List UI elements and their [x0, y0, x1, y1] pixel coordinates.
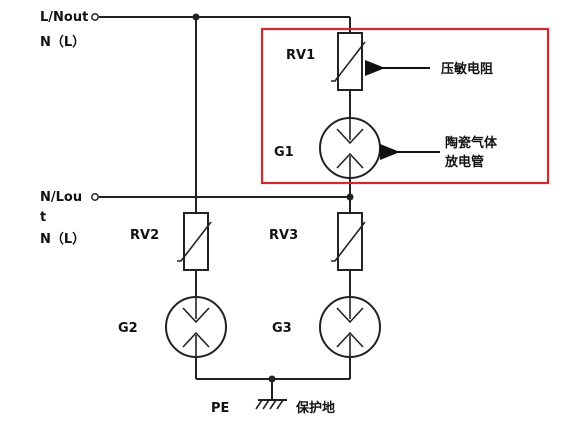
varistor-annotation: 压敏电阻	[441, 61, 493, 77]
g2-gas-tube-icon	[165, 296, 227, 358]
ground-bus	[195, 357, 351, 400]
g1-gas-tube-icon	[319, 117, 381, 179]
mid-terminal-sublabel: N（L）	[40, 231, 85, 247]
gdt-annotation-line1: 陶瓷气体	[445, 135, 498, 151]
rv3-varistor-icon	[331, 212, 366, 271]
g2-label: G2	[118, 321, 138, 336]
mid-terminal-label-cont: t	[40, 210, 46, 225]
mid-terminal-label: N/Lou	[40, 190, 82, 205]
rv2-varistor-icon	[177, 212, 212, 271]
top-wire	[91, 13, 350, 21]
rv1-varistor-icon	[331, 32, 366, 91]
ground-icon	[255, 399, 287, 410]
protective-earth-label: 保护地	[295, 400, 335, 416]
top-terminal-sublabel: N（L）	[40, 34, 85, 50]
top-terminal-label: L/Nout	[40, 10, 88, 25]
gdt-annotation-line2: 放电管	[444, 154, 484, 170]
top-terminal-icon	[91, 13, 99, 21]
mid-wire	[91, 193, 354, 201]
highlight-box	[260, 27, 550, 185]
g3-gas-tube-icon	[319, 296, 381, 358]
g3-label: G3	[272, 321, 292, 336]
pe-label: PE	[211, 401, 229, 416]
g1-label: G1	[274, 145, 294, 160]
rv1-label: RV1	[286, 48, 315, 63]
rv2-label: RV2	[130, 228, 159, 243]
mid-terminal-icon	[91, 193, 99, 201]
rv3-label: RV3	[269, 228, 298, 243]
